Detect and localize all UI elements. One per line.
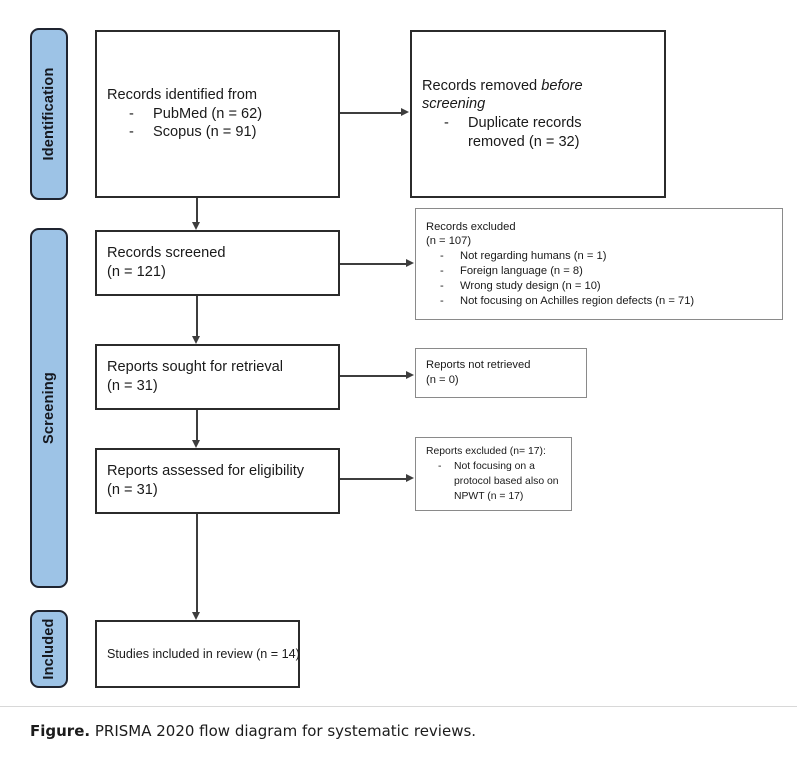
records-excluded-count: (n = 107) [426,235,472,248]
records-identified-item: - PubMed (n = 62) [129,105,263,122]
box-reports-assessed: Reports assessed for eligibility (n = 31… [95,448,340,514]
phase-bar-included: Included [30,610,68,688]
phase-label-included: Included [41,618,57,680]
records-excluded-item: - Wrong study design (n = 10) [440,279,601,292]
reports-excluded-item-cont: NPWT (n = 17) [454,491,524,503]
records-excluded-item: - Foreign language (n = 8) [440,265,583,277]
reports-not-retrieved-title: Reports not retrieved [426,359,531,372]
phase-label-screening: Screening [41,372,57,444]
arrowhead-screened-to-excluded [406,259,414,267]
connector-screened-to-sought [196,296,198,338]
arrowhead-assessed-to-included [192,612,200,620]
records-excluded-item: - Not focusing on Achilles region defect… [440,294,695,307]
box-records-identified: Records identified from - PubMed (n = 62… [95,30,340,198]
records-screened-count: (n = 121) [107,264,166,280]
figure-caption: Figure. PRISMA 2020 flow diagram for sys… [30,722,476,740]
reports-not-retrieved-count: (n = 0) [426,374,459,386]
box-studies-included: Studies included in review (n = 14) [95,620,300,688]
records-removed-title-cont: screening [422,96,486,113]
box-reports-sought: Reports sought for retrieval (n = 31) [95,344,340,410]
reports-assessed-count: (n = 31) [107,482,158,498]
connector-identified-to-removed [340,112,402,114]
records-removed-item: - Duplicate records [444,115,582,131]
caption-text: PRISMA 2020 flow diagram for systematic … [90,722,477,740]
connector-identified-to-screened [196,198,198,224]
reports-excluded-item: - Not focusing on a [438,460,535,472]
phase-bar-identification: Identification [30,28,68,200]
phase-label-identification: Identification [41,67,57,161]
records-excluded-item: - Not regarding humans (n = 1) [440,250,607,263]
phase-bar-screening: Screening [30,228,68,588]
connector-sought-to-assessed [196,410,198,442]
arrowhead-identified-to-screened [192,222,200,230]
reports-assessed-title: Reports assessed for eligibility [107,463,305,480]
records-excluded-title: Records excluded [426,220,516,233]
connector-assessed-to-excluded [340,478,407,480]
reports-excluded-title: Reports excluded (n= 17): [426,445,546,457]
studies-included-title: Studies included in review (n = 14) [107,646,300,661]
box-reports-excluded: Reports excluded (n= 17): - Not focusing… [415,437,572,511]
prisma-flow-diagram: Identification Screening Included Record… [30,28,783,688]
reports-sought-title: Reports sought for retrieval [107,359,284,376]
connector-sought-to-not-retrieved [340,375,407,377]
connector-assessed-to-included [196,514,198,614]
caption-divider [0,706,797,707]
arrowhead-sought-to-not-retrieved [406,371,414,379]
box-records-excluded: Records excluded (n = 107) - Not regardi… [415,208,783,320]
caption-lead: Figure. [30,722,91,740]
reports-excluded-item-cont: protocol based also on [454,476,559,487]
connector-screened-to-excluded [340,263,407,265]
records-removed-item-cont: removed (n = 32) [468,133,580,150]
box-records-removed: Records removed before screening - Dupli… [410,30,666,198]
arrowhead-identified-to-removed [401,108,409,116]
arrowhead-sought-to-assessed [192,440,200,448]
reports-sought-count: (n = 31) [107,378,158,394]
records-identified-title: Records identified from [107,86,258,103]
arrowhead-assessed-to-excluded [406,474,414,482]
box-records-screened: Records screened (n = 121) [95,230,340,296]
records-identified-item: - Scopus (n = 91) [129,124,257,141]
records-removed-title: Records removed before [422,77,583,94]
arrowhead-screened-to-sought [192,336,200,344]
box-reports-not-retrieved: Reports not retrieved (n = 0) [415,348,587,398]
records-screened-title: Records screened [107,245,226,262]
